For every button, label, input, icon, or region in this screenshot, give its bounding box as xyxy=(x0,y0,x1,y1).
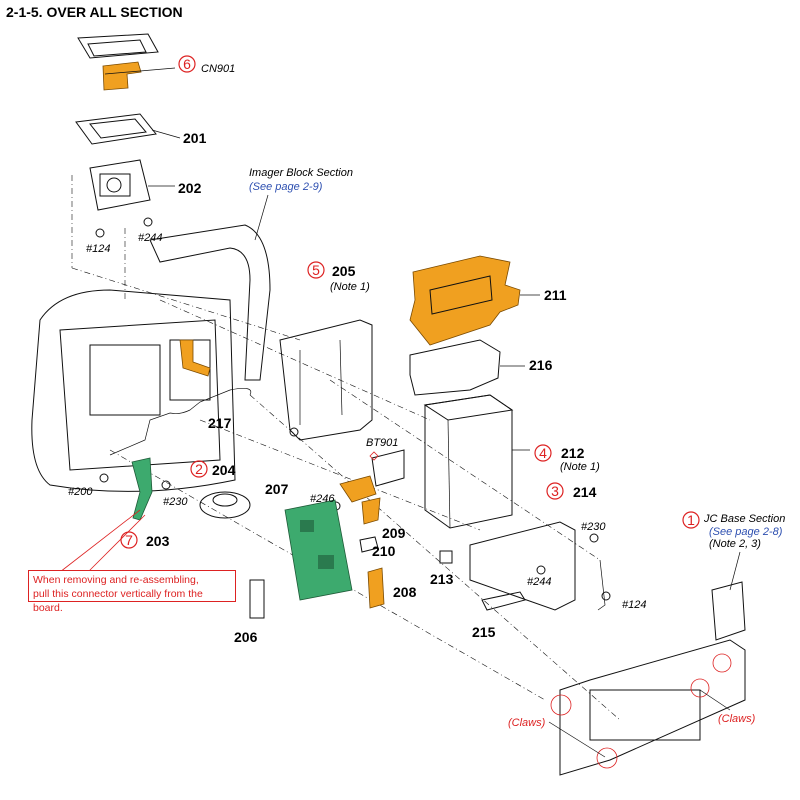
screw-label-244-top: #244 xyxy=(138,232,162,244)
imager-section-title: Imager Block Section xyxy=(249,167,353,179)
part-drawing-213 xyxy=(439,550,453,564)
jc-section-title: JC Base Section xyxy=(703,513,785,525)
svg-text:1: 1 xyxy=(687,512,695,528)
callout-5: 5 xyxy=(307,261,325,279)
callout-1: 1 xyxy=(682,511,700,529)
screw-label-124-bottom: #124 xyxy=(622,599,646,611)
part-drawing-flex-217 xyxy=(109,388,252,456)
claws-label-left: (Claws) xyxy=(508,717,546,729)
note-212: (Note 1) xyxy=(560,461,600,473)
part-label-206: 206 xyxy=(234,629,258,645)
callout-circles: 6 5 4 3 2 7 1 xyxy=(120,55,700,549)
part-label-213: 213 xyxy=(430,571,454,587)
part-label-205: 205 xyxy=(332,263,356,279)
jc-section-link[interactable]: (See page 2-8) xyxy=(709,526,783,538)
part-label-203: 203 xyxy=(146,533,170,549)
part-drawing-top-frame xyxy=(75,33,181,211)
part-label-208: 208 xyxy=(393,584,417,600)
part-drawing-lens-204 xyxy=(199,491,251,519)
warning-leader xyxy=(59,509,141,573)
screw-labels: #124 #244 #200 #230 #246 #230 #244 #124 xyxy=(68,232,646,611)
part-labels: 201 202 203 204 205 206 207 208 209 210 … xyxy=(146,130,597,645)
part-drawing-sheet-206 xyxy=(249,579,265,619)
part-drawing-bracket-203 xyxy=(131,457,153,521)
svg-text:3: 3 xyxy=(551,483,559,499)
screw-label-200: #200 xyxy=(68,486,93,498)
svg-text:4: 4 xyxy=(539,445,547,461)
part-label-207: 207 xyxy=(265,481,289,497)
screw-label-230-left: #230 xyxy=(163,496,188,508)
note-205: (Note 1) xyxy=(330,281,370,293)
part-label-212: 212 xyxy=(561,445,585,461)
callout-6: 6 xyxy=(178,55,196,73)
callout-4: 4 xyxy=(534,444,552,462)
part-label-217: 217 xyxy=(208,415,232,431)
warning-note: When removing and re-assembling, pull th… xyxy=(28,570,236,614)
warning-line-2: pull this connector vertically from the … xyxy=(33,588,203,614)
part-drawing-board-207 xyxy=(284,499,353,601)
part-label-202: 202 xyxy=(178,180,202,196)
connector-label-cn901: CN901 xyxy=(201,63,235,75)
part-label-216: 216 xyxy=(529,357,553,373)
part-drawing-bracket-216 xyxy=(409,339,525,396)
claws-label-right: (Claws) xyxy=(718,713,756,725)
part-label-209: 209 xyxy=(382,525,406,541)
screw-label-124-top: #124 xyxy=(86,243,110,255)
screw-label-230-right: #230 xyxy=(581,521,606,533)
warning-line-1: When removing and re-assembling, xyxy=(33,574,199,586)
part-label-214: 214 xyxy=(573,484,597,500)
callout-7: 7 xyxy=(120,531,138,549)
note-jc-base: (Note 2, 3) xyxy=(709,538,761,550)
callout-2: 2 xyxy=(190,460,208,478)
part-drawing-connectors-208-209 xyxy=(339,449,405,609)
part-label-215: 215 xyxy=(472,624,496,640)
part-drawing-block-212 xyxy=(423,394,530,529)
imager-section-link[interactable]: (See page 2-9) xyxy=(249,181,323,193)
part-drawing-shield-205 xyxy=(279,319,373,441)
svg-text:5: 5 xyxy=(312,262,320,278)
jc-leader xyxy=(729,551,741,591)
part-drawing-210 xyxy=(359,536,379,553)
page-title: 2-1-5. OVER ALL SECTION xyxy=(6,4,183,20)
part-label-201: 201 xyxy=(183,130,207,146)
svg-text:2: 2 xyxy=(195,461,203,477)
screw-label-244-bottom: #244 xyxy=(527,576,551,588)
part-drawing-rear-cabinet xyxy=(31,224,271,492)
part-drawing-jc-base xyxy=(548,581,746,776)
part-label-204: 204 xyxy=(212,462,236,478)
screw-label-246: #246 xyxy=(310,493,335,505)
imager-leader xyxy=(254,194,269,241)
part-drawing-bracket-214-215 xyxy=(469,521,606,611)
part-label-210: 210 xyxy=(372,543,396,559)
warning-leader-2 xyxy=(87,514,146,573)
part-label-211: 211 xyxy=(544,287,567,303)
battery-label-bt901: BT901 xyxy=(366,437,398,449)
svg-text:6: 6 xyxy=(183,56,191,72)
part-drawing-frame-211 xyxy=(409,255,540,346)
svg-text:7: 7 xyxy=(125,532,133,548)
callout-3: 3 xyxy=(546,482,564,500)
